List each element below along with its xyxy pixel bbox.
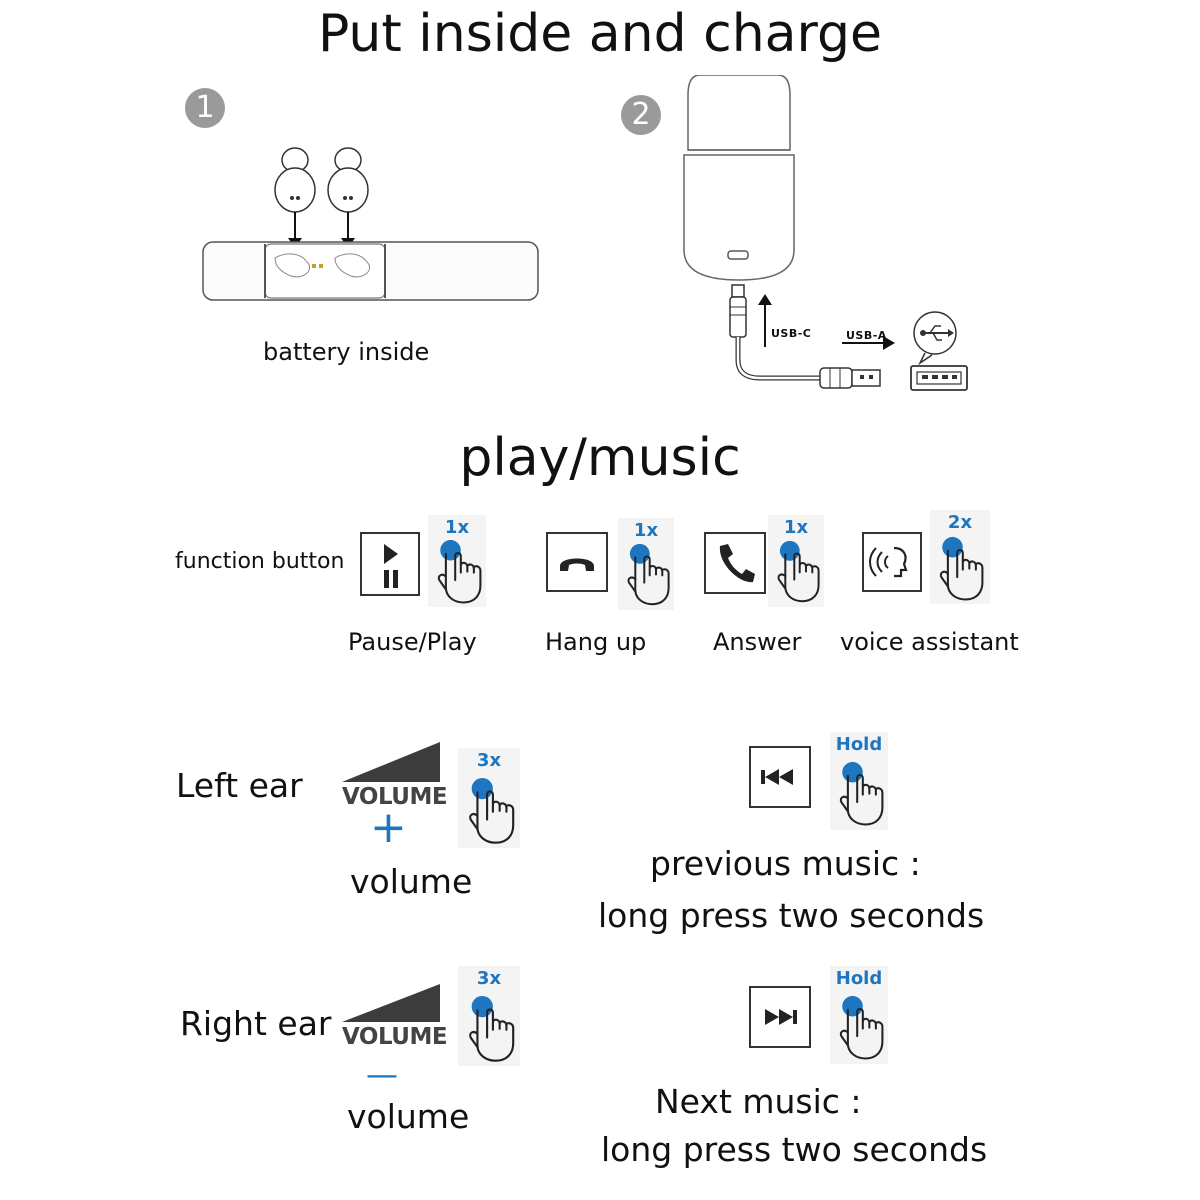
tap-indicator: 3x bbox=[458, 748, 520, 848]
right-earbud-icon bbox=[327, 147, 369, 213]
usb-icon bbox=[913, 311, 957, 366]
usb-port-icon bbox=[910, 365, 968, 391]
hold-label: Hold bbox=[835, 968, 883, 989]
tap-count: 2x bbox=[947, 512, 973, 533]
page-title: Put inside and charge bbox=[317, 4, 883, 64]
volume-ramp-icon bbox=[342, 742, 440, 782]
previous-track-icon bbox=[749, 746, 811, 808]
next-track-icon bbox=[749, 986, 811, 1048]
hold-label: Hold bbox=[835, 734, 883, 755]
pause-play-icon bbox=[360, 532, 420, 596]
charging-cable-illustration bbox=[683, 75, 968, 391]
hang-up-icon bbox=[546, 532, 608, 592]
pause-play-label: Pause/Play bbox=[348, 628, 477, 656]
answer-phone-icon bbox=[704, 532, 766, 594]
previous-music-instruction: long press two seconds bbox=[598, 896, 985, 935]
hold-indicator: Hold bbox=[830, 966, 888, 1064]
volume-word: VOLUME bbox=[342, 784, 448, 810]
volume-down-sign: — bbox=[366, 1055, 398, 1093]
tap-indicator: 2x bbox=[930, 510, 990, 604]
volume-word: VOLUME bbox=[342, 1024, 448, 1050]
step-1-badge: 1 bbox=[185, 88, 225, 128]
earbuds-case-illustration bbox=[202, 147, 539, 301]
volume-ramp-icon bbox=[342, 984, 440, 1022]
tap-count: 1x bbox=[633, 520, 659, 541]
volume-up-sign: + bbox=[370, 802, 407, 853]
previous-music-label: previous music : bbox=[650, 844, 921, 883]
step-2-badge: 2 bbox=[621, 95, 661, 135]
play-music-heading: play/music bbox=[459, 428, 741, 488]
voice-assistant-icon bbox=[862, 532, 922, 592]
battery-inside-caption: battery inside bbox=[263, 338, 430, 366]
tap-count: 3x bbox=[476, 968, 502, 989]
voice-assistant-label: voice assistant bbox=[840, 628, 1019, 656]
usb-a-label: USB-A bbox=[846, 329, 887, 342]
tap-count: 1x bbox=[444, 517, 470, 538]
right-ear-label: Right ear bbox=[180, 1004, 332, 1043]
left-ear-label: Left ear bbox=[176, 766, 303, 805]
answer-label: Answer bbox=[713, 628, 802, 656]
tap-indicator: 1x bbox=[768, 515, 824, 607]
tap-indicator: 3x bbox=[458, 966, 520, 1066]
next-music-instruction: long press two seconds bbox=[601, 1130, 988, 1169]
right-volume-caption: volume bbox=[347, 1097, 470, 1136]
function-button-label: function button bbox=[175, 549, 345, 574]
left-earbud-icon bbox=[274, 147, 316, 213]
tap-count: 1x bbox=[783, 517, 809, 538]
tap-count: 3x bbox=[476, 750, 502, 771]
left-volume-caption: volume bbox=[350, 862, 473, 901]
hang-up-label: Hang up bbox=[545, 628, 647, 656]
tap-indicator: 1x bbox=[428, 515, 486, 607]
usb-c-label: USB-C bbox=[771, 327, 812, 340]
hold-indicator: Hold bbox=[830, 732, 888, 830]
next-music-label: Next music : bbox=[655, 1082, 862, 1121]
tap-indicator: 1x bbox=[618, 518, 674, 610]
